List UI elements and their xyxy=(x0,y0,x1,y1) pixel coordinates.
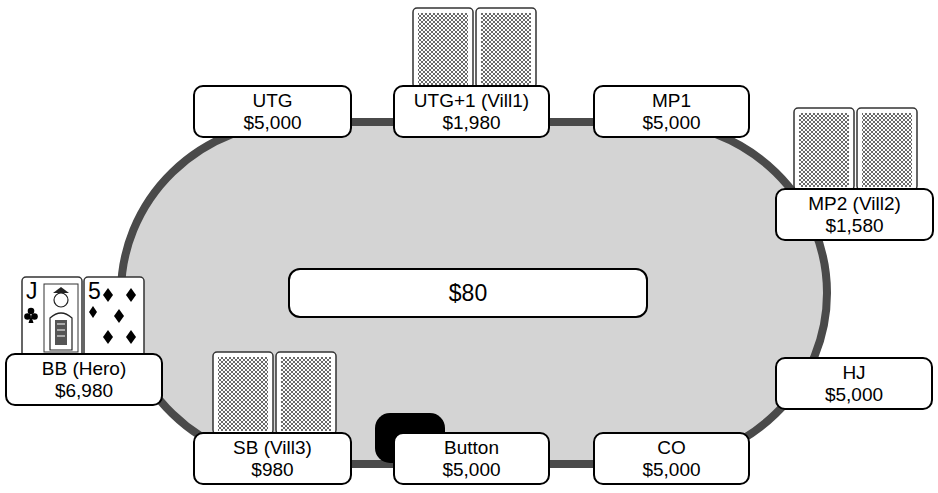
stack-amount: $1,980 xyxy=(442,112,500,134)
seat-box: UTG$5,000 xyxy=(193,85,352,138)
card-rank: J xyxy=(22,277,82,317)
jack-of-clubs-card xyxy=(22,277,82,357)
stack-amount: $5,000 xyxy=(243,112,301,134)
pot-box: $80 xyxy=(288,268,648,318)
seat-label: UTG xyxy=(252,90,292,112)
seat-label: HJ xyxy=(842,362,865,384)
seat-label: MP2 (Vill2) xyxy=(808,193,901,215)
seat-label: UTG+1 (Vill1) xyxy=(414,90,529,112)
stack-amount: $6,980 xyxy=(55,380,113,402)
seat-box: SB (Vill3)$980 xyxy=(193,432,352,485)
stack-amount: $5,000 xyxy=(442,459,500,481)
table-felt xyxy=(121,122,827,464)
card-rank: 5 xyxy=(84,277,144,317)
seat-box: UTG+1 (Vill1)$1,980 xyxy=(393,85,550,138)
stack-amount: $5,000 xyxy=(642,112,700,134)
stack-amount: $980 xyxy=(251,459,293,481)
seat-label: SB (Vill3) xyxy=(233,437,312,459)
stack-amount: $5,000 xyxy=(825,384,883,406)
seat-box: HJ$5,000 xyxy=(775,357,933,410)
seat-box: MP2 (Vill2)$1,580 xyxy=(775,188,934,241)
face-down-cards xyxy=(794,108,917,190)
face-down-cards xyxy=(213,352,336,434)
five-of-diamonds-card xyxy=(84,277,144,357)
stack-amount: $1,580 xyxy=(825,215,883,237)
face-down-cards xyxy=(413,8,536,88)
seat-box: BB (Hero)$6,980 xyxy=(5,353,163,406)
seat-box: Button$5,000 xyxy=(393,432,550,485)
seat-box: MP1$5,000 xyxy=(593,85,750,138)
seat-label: CO xyxy=(657,437,686,459)
seat-label: $80 xyxy=(449,280,487,306)
seat-label: MP1 xyxy=(652,90,691,112)
card-rank-text: J xyxy=(26,278,38,304)
seat-label: Button xyxy=(444,437,499,459)
card-rank-text: 5 xyxy=(88,278,101,304)
stack-amount: $5,000 xyxy=(642,459,700,481)
seat-box: CO$5,000 xyxy=(593,432,750,485)
seat-label: BB (Hero) xyxy=(42,358,126,380)
